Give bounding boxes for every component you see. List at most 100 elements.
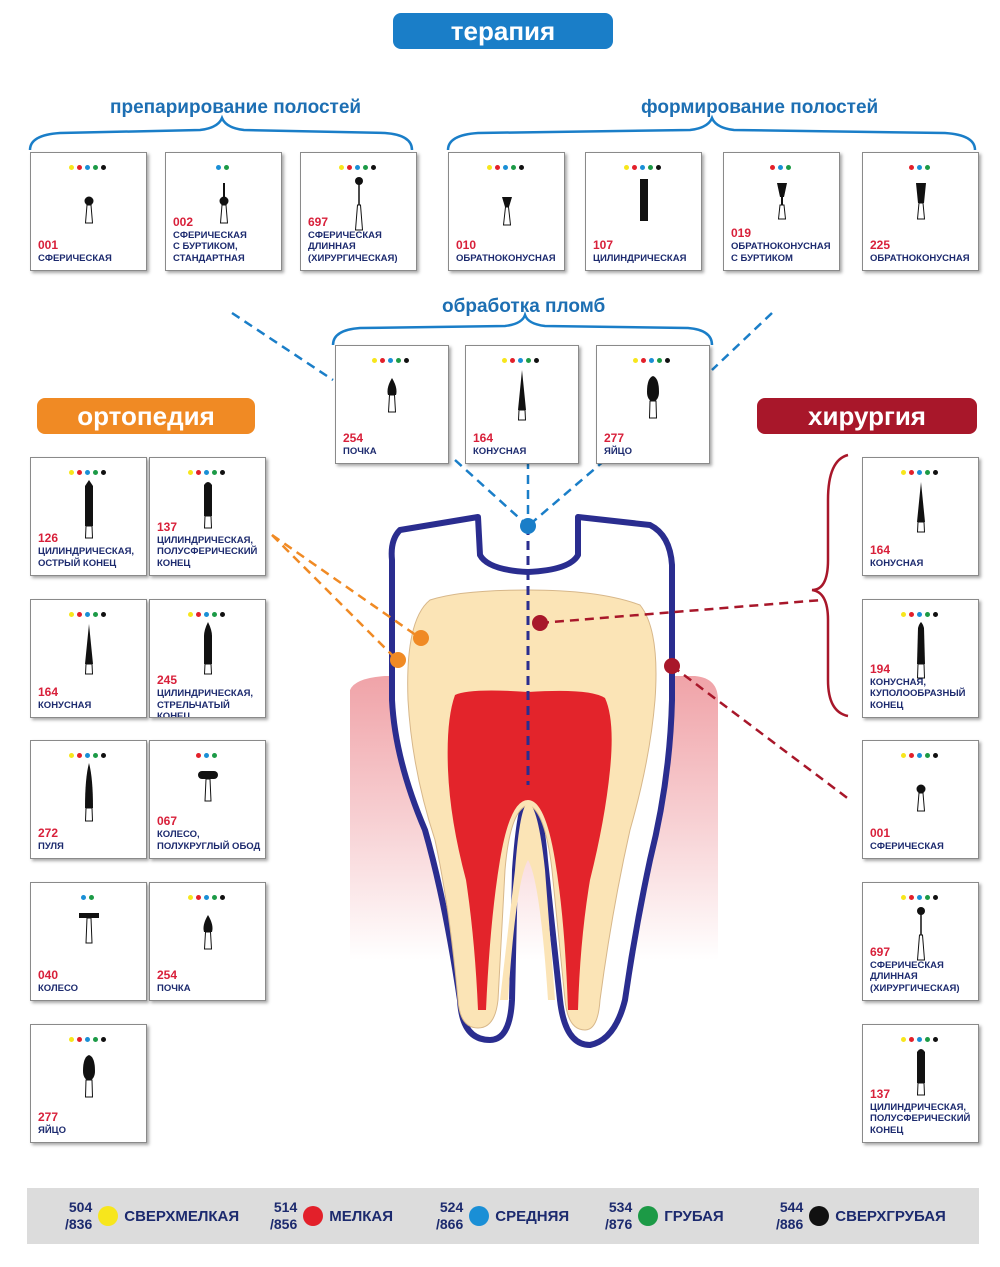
grit-dot <box>100 753 106 758</box>
grit-dot <box>932 470 938 475</box>
bur-inv-cone-icon <box>501 197 512 226</box>
grit-dot <box>924 165 930 170</box>
grit-dots <box>187 895 225 900</box>
grit-dot <box>92 1037 98 1042</box>
grit-dot <box>916 895 922 900</box>
bur-shape-name-line: КОНУСНАЯ, <box>870 676 927 688</box>
grit-dot <box>388 358 393 363</box>
ortho-point-1 <box>413 630 429 646</box>
bur-shape-name-line: СТАНДАРТНАЯ <box>173 252 245 264</box>
bur-shape-name: ПОЧКА <box>343 446 377 458</box>
grit-dot <box>84 1037 90 1042</box>
bur-shape-name-line: ЦИЛИНДРИЧЕСКАЯ <box>593 252 687 264</box>
bur-cylinder-icon <box>639 179 648 221</box>
grit-dots <box>215 165 229 170</box>
grit-dot <box>657 358 662 363</box>
grit-dot <box>84 470 90 475</box>
grit-dot <box>338 165 344 170</box>
brace-surgery <box>811 453 849 718</box>
grit-dot <box>785 165 791 170</box>
grit-dot <box>647 165 653 170</box>
grit-dot <box>665 358 670 363</box>
grit-dot <box>100 470 106 475</box>
grit-dot <box>370 165 376 170</box>
grit-dot <box>92 470 98 475</box>
grit-dots <box>900 1037 938 1042</box>
bur-code: 001 <box>870 825 891 840</box>
grit-dot <box>518 358 523 363</box>
bur-code: 245 <box>157 673 178 687</box>
bur-shape-name-line: СФЕРИЧЕСКАЯ <box>173 229 247 241</box>
grit-dots <box>502 358 539 363</box>
grit-dots <box>633 358 670 363</box>
bur-shape-name-line: ДЛИННАЯ <box>870 971 918 982</box>
bur-shape-name-line: ДЛИННАЯ <box>308 241 356 252</box>
bur-cone-icon <box>517 370 527 421</box>
grit-dot <box>211 753 217 758</box>
grit-dot <box>924 470 930 475</box>
grit-dot <box>219 612 225 617</box>
cavity-prep-label: препарирование полостей <box>110 97 362 118</box>
grit-dots <box>900 612 938 617</box>
grit-dots <box>187 612 225 617</box>
bur-shape-name-line: КУПОЛООБРАЗНЫЙ <box>870 688 966 699</box>
bur-code: 002 <box>173 214 194 229</box>
grit-dot <box>84 165 90 170</box>
bur-shape-name-line: (ХИРУРГИЧЕСКАЯ) <box>870 982 960 994</box>
bur-code: 107 <box>593 237 614 252</box>
grit-dot <box>518 165 524 170</box>
bur-code: 126 <box>38 531 59 545</box>
grit-dot <box>68 470 74 475</box>
bur-cone-dome-icon <box>916 622 925 679</box>
bur-code: 067 <box>157 814 178 828</box>
ortho-point-2 <box>390 652 406 668</box>
legend-grit-dot <box>469 1206 490 1226</box>
bur-shape-name-line: ЦИЛИНДРИЧЕСКАЯ, <box>870 1101 967 1113</box>
bur-inv-cone-long-icon <box>915 183 926 220</box>
bur-code: 697 <box>870 944 891 959</box>
bur-cyl-round-icon <box>203 482 212 529</box>
grit-dot <box>372 358 377 363</box>
grit-dot <box>84 753 90 758</box>
grit-dot <box>195 753 201 758</box>
grit-dot <box>203 470 209 475</box>
grit-dot <box>80 895 86 900</box>
grit-dots <box>900 470 938 475</box>
bur-shape-name-line: СФЕРИЧЕСКАЯ <box>38 252 112 264</box>
grit-dot <box>916 612 922 617</box>
grit-dots <box>623 165 661 170</box>
grit-dot <box>211 895 217 900</box>
grit-dot <box>88 895 94 900</box>
surgery-header: хирургия <box>757 398 977 434</box>
grit-dot <box>76 165 82 170</box>
grit-dot <box>100 612 106 617</box>
grit-dot <box>510 165 516 170</box>
bur-shape-name: КОНУСНАЯ <box>473 446 526 458</box>
bur-shape-name-line: ПОЧКА <box>157 982 191 994</box>
bur-sphere-long-icon <box>354 177 363 231</box>
bur-code: 010 <box>456 237 477 252</box>
bur-code: 277 <box>38 1109 59 1124</box>
grit-dot <box>404 358 409 363</box>
bur-shape-name: ПОЧКА <box>157 983 191 995</box>
grit-dot <box>76 1037 82 1042</box>
surgery-point-1 <box>532 615 548 631</box>
grit-dot <box>362 165 368 170</box>
grit-dots <box>372 358 409 363</box>
grit-dot <box>195 470 201 475</box>
bur-sphere-icon <box>916 784 925 812</box>
